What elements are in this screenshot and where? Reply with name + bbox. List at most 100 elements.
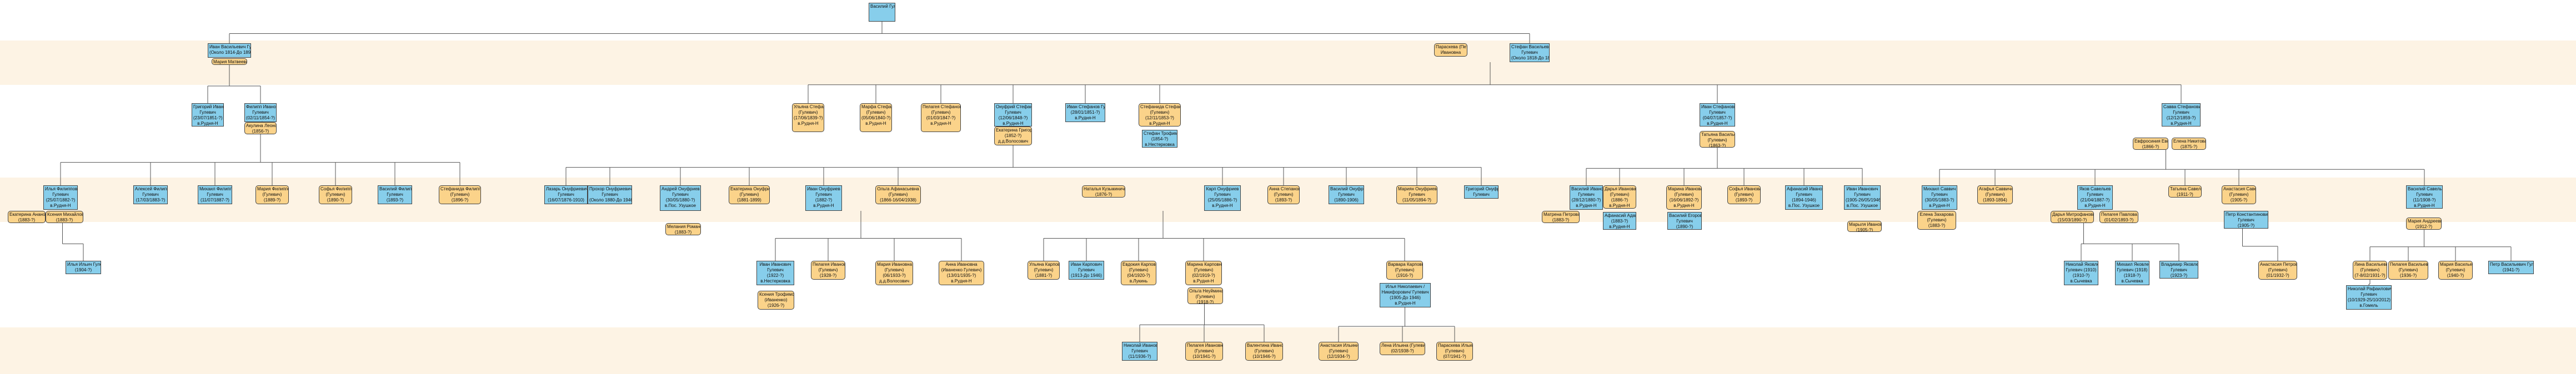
person-card[interactable]: Марина Иванова(Гулевич)(16/06/1892-?)в.Р… xyxy=(1666,185,1702,210)
person-card[interactable]: Софья Иванова(Гулевич)(1893-?) xyxy=(1727,185,1761,204)
person-card[interactable]: Ксения Трофимовна(Иваненко)(1926-?) xyxy=(758,291,794,310)
person-card[interactable]: Василий СавельевГулевич(11/1908-?)в.Рудн… xyxy=(2406,185,2443,209)
person-card[interactable]: Мария Матвеева xyxy=(212,58,247,65)
person-card[interactable]: Онуфрий СтефановичГулевич(12/06/1848-?)в… xyxy=(994,103,1032,127)
person-card[interactable]: Матрена Петрова(1883-?) xyxy=(1542,211,1580,223)
person-card[interactable]: Мария Андреевна(1912-?) xyxy=(2406,218,2442,230)
person-card[interactable]: Ольга Афанасьевна(Гулевич)(1866-16/04/19… xyxy=(875,185,921,204)
person-card[interactable]: Лина Васильевна(Гулевич)(7-8/02/1931-?) xyxy=(2353,261,2387,280)
person-card[interactable]: Варвара Карповна(Гулевич)(1916-?) xyxy=(1386,261,1423,280)
person-card[interactable]: Елена Никитова(1875-?) xyxy=(2172,138,2206,150)
person-card-line: (1893-?) xyxy=(386,198,404,203)
person-card-line: Мария Васильевна xyxy=(2440,262,2473,267)
person-card[interactable]: Валентина Ивановна(Гулевич)(10/1946-?) xyxy=(1245,342,1283,361)
person-card[interactable]: Татьяна Савельева(1911-?) xyxy=(2168,185,2202,198)
person-card[interactable]: Екатерина Ананова(1883-?) xyxy=(8,211,46,223)
person-card[interactable]: Василий Гулевич xyxy=(869,3,895,22)
person-card[interactable]: Пелагея Васильевна(Гулевич)(1936-?) xyxy=(2388,261,2428,280)
person-card[interactable]: Илья Николаевич /Никифорович/ Гулевич(19… xyxy=(1380,283,1431,307)
person-card[interactable]: Иван Стефанов Гулевич(28/01/1851-?)в.Руд… xyxy=(1065,103,1105,122)
person-card[interactable]: Иван Васильевич Гулевич(Около 1814-До 18… xyxy=(208,43,251,58)
person-card[interactable]: Пелагея Павлова(01/02/1893-?) xyxy=(2099,211,2138,223)
person-card[interactable]: Софья Филиппова(Гулевич)(1890-?) xyxy=(319,185,352,204)
person-card[interactable]: Василий ИвановичГулевич(28/12/1880-?)в.Р… xyxy=(1570,185,1603,210)
person-card-line: Пелагея Стефанова xyxy=(923,104,961,109)
person-card[interactable]: Мария Филиппова(Гулевич)(1889-?) xyxy=(255,185,289,204)
person-card[interactable]: Илья Ильич Гулевич(1904-?) xyxy=(66,261,101,274)
person-card[interactable]: Ксения Михайлова(1883-?) xyxy=(46,211,83,223)
person-card[interactable]: Екатерина Григорьевна(1852-?)д.д.Волосов… xyxy=(994,127,1032,145)
person-card[interactable]: Филипп ИвановичГулевич(02/11/1854-?)в.Со… xyxy=(244,103,277,122)
person-card[interactable]: Пелагея Ивановна(Гулевич)(10/1941-?) xyxy=(1185,342,1223,361)
person-card[interactable]: Марыля Ивановна(1905-?) xyxy=(1847,221,1882,232)
person-card-line: (1881-?) xyxy=(1035,273,1053,278)
person-card[interactable]: Григорий ИвановичГулевич(23/07/1851-?)в.… xyxy=(192,103,224,127)
person-card[interactable]: Дарья Иванова(Гулевич)(1886-?)в.Рудня-Н xyxy=(1603,185,1636,209)
person-card[interactable]: Агафья Саввична(Гулевич)(1893-1894) xyxy=(1977,185,2013,204)
person-card[interactable]: Акулина Леонова(1856-?) xyxy=(244,122,277,134)
person-card[interactable]: Параскева (Петровна)Ивановна xyxy=(1434,43,1467,57)
person-card[interactable]: Стефанида Филиппова(Гулевич)(1896-?) xyxy=(439,185,481,204)
person-card[interactable]: Марфа Стефанова(Гулевич)(05/06/1840-?)в.… xyxy=(860,103,892,132)
person-card[interactable]: Афанасий Адамов(1883-?)в.Рудня-Н xyxy=(1603,212,1636,230)
person-card[interactable]: Пелагея Стефанова(Гулевич)(01/03/1847-?)… xyxy=(921,103,961,132)
person-card-line: Пелагея Васильевна xyxy=(2390,262,2428,267)
person-card[interactable]: Лена Ильина (Гулевич)(02/1938-?) xyxy=(1380,342,1425,355)
person-card[interactable]: Мелания Романова(1883-?) xyxy=(665,223,701,235)
person-card[interactable]: Евфросиния Евсеева(1866-?) xyxy=(2133,138,2168,150)
person-card-line: (1923-?) xyxy=(2170,273,2188,278)
person-card[interactable]: Петр Васильевич Гулевич(1941-?) xyxy=(2488,261,2534,274)
person-card[interactable]: Стефанида Стефанова(Гулевич)(12/11/1853-… xyxy=(1139,103,1181,127)
person-card[interactable]: Афанасий ИвановичГулевич(1894-1946)в.Пос… xyxy=(1785,185,1823,210)
person-card[interactable]: Елена Захарова(Гулевич)(1883-?) xyxy=(1917,211,1956,230)
person-card[interactable]: Анастасия Ильинична(Гулевич)(12/1934-?) xyxy=(1319,342,1359,361)
person-card[interactable]: Параскева Ильина(Гулевич)(07/1941-?) xyxy=(1436,342,1473,361)
person-card-line: (16/07/1876-1910) xyxy=(548,198,584,203)
person-card[interactable]: Мария Ивановна(Гулевич)(06/1933-?)д.д.Во… xyxy=(875,261,913,285)
person-card[interactable]: Марина Карповна(Гулевич)(02/1919-?)в.Руд… xyxy=(1185,261,1222,285)
person-card[interactable]: Стефан Трофимов(1854-?)в.Нестерковка xyxy=(1142,130,1177,148)
person-card[interactable]: Пелагея Ивановна(Гулевич)(1928-?) xyxy=(811,261,845,280)
person-card[interactable]: Анна Степанова(Гулевич)(1893-?) xyxy=(1267,185,1300,204)
person-card[interactable]: Ульяна Стефанова(Гулевич)(17/06/1839-?)в… xyxy=(792,103,824,132)
person-card-line: (1904-?) xyxy=(74,267,92,272)
person-card[interactable]: Ольга Неуймина(Гулевич)(1918-?) xyxy=(1187,287,1223,304)
person-card[interactable]: Мария Васильевна(Гулевич)(1940-?) xyxy=(2438,261,2473,280)
person-card[interactable]: Анастасия Савельева(Гулевич)(1905-?) xyxy=(2222,185,2256,204)
person-card[interactable]: Ульяна Карповна(Гулевич)(1881-?) xyxy=(1028,261,1060,280)
person-card[interactable]: Дарья Митрофановна(15/03/1890-?) xyxy=(2051,211,2094,223)
person-card[interactable]: Евдокия Карповна(Гулевич)(04/1920-?)в.Лу… xyxy=(1121,261,1156,285)
person-card[interactable]: Анастасия Петровна(Гулевич)(01/1932-?) xyxy=(2258,261,2297,280)
person-card[interactable]: Анна Ивановна(Иваненко Гулевич)(13/01/19… xyxy=(939,261,984,285)
person-card[interactable]: Наталья Кузьминична(1876-?) xyxy=(1082,185,1125,198)
person-card[interactable]: Татьяна Васильева(Гулевич)(1863-?) xyxy=(1700,131,1735,148)
person-card[interactable]: Екатерина Онуфриева(Гулевич)(1881-1899) xyxy=(729,185,770,204)
